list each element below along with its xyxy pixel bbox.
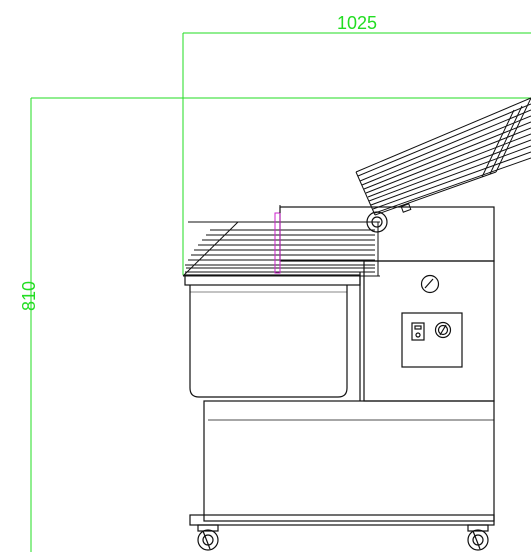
power-switch-icon	[434, 321, 452, 339]
height-dimension-label: 810	[19, 281, 39, 311]
lid-guard	[355, 97, 531, 216]
width-dimension-label: 1025	[337, 13, 377, 33]
dimension-lines	[30, 32, 531, 552]
control-panel	[401, 312, 463, 368]
base-cabinet	[203, 400, 495, 522]
front-safety-guard	[182, 205, 380, 277]
control-cabinet	[363, 260, 495, 402]
dial-icon	[420, 274, 440, 294]
head-housing	[279, 206, 495, 262]
caster-wheel-icon	[197, 524, 489, 551]
mixing-bowl	[184, 274, 361, 398]
base-plinth	[189, 514, 495, 526]
mixer-machine	[182, 97, 531, 551]
timer-display-icon	[411, 322, 425, 341]
